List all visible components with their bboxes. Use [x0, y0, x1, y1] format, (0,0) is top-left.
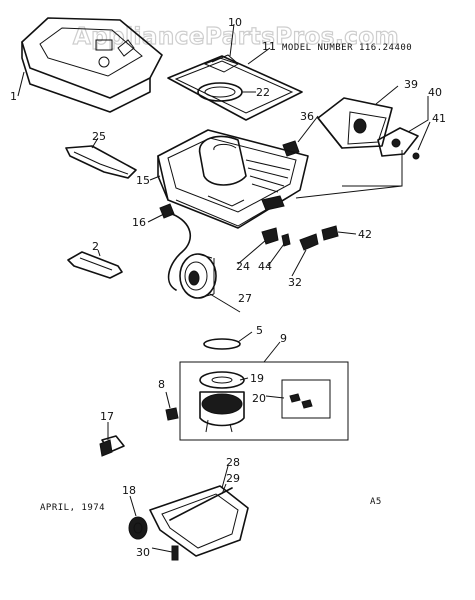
callout-32: 32 — [288, 276, 302, 289]
callout-17: 17 — [100, 410, 114, 423]
callout-30: 30 — [136, 546, 150, 559]
model-number: MODEL NUMBER 116.24400 — [282, 43, 412, 53]
callout-8: 8 — [158, 378, 165, 391]
callout-16: 16 — [132, 216, 146, 229]
callout-42: 42 — [358, 228, 372, 241]
date-label: APRIL, 1974 — [40, 503, 105, 513]
part-2-bracket[interactable] — [67, 251, 123, 279]
part-30-screw[interactable] — [171, 545, 179, 561]
watermark-text: AppliancePartsPros.com — [73, 24, 399, 50]
callout-10: 10 — [228, 16, 242, 29]
callout-1: 1 — [10, 90, 17, 103]
part-5-washer[interactable] — [203, 338, 241, 350]
part-32-clip[interactable] — [299, 233, 319, 251]
part-10-11-filter-frame[interactable] — [167, 54, 303, 121]
callout-19: 19 — [250, 372, 264, 385]
part-16-cord[interactable] — [159, 203, 192, 291]
callout-40: 40 — [428, 86, 442, 99]
callout-18: 18 — [122, 484, 136, 497]
callout-11: 11 — [262, 40, 276, 53]
part-27-cord-reel[interactable] — [179, 253, 217, 299]
callout-labels: 1 2 5 8 9 10 11 15 16 17 18 19 20 22 24 … — [10, 16, 446, 559]
callout-20: 20 — [252, 392, 266, 405]
callout-39: 39 — [404, 78, 418, 91]
callout-22: 22 — [256, 86, 270, 99]
part-22-gasket[interactable] — [197, 82, 243, 102]
callout-28: 28 — [226, 456, 240, 469]
callout-36: 36 — [300, 110, 314, 123]
part-19-motor[interactable] — [199, 371, 245, 433]
part-15-housing[interactable] — [157, 129, 309, 229]
callout-41: 41 — [432, 112, 446, 125]
part-25-strip[interactable] — [65, 145, 137, 179]
part-39-bag-holder[interactable] — [317, 97, 393, 149]
part-40-41-latch[interactable] — [377, 127, 420, 160]
page-code: A5 — [370, 497, 382, 507]
callout-29: 29 — [226, 472, 240, 485]
callout-24: 24 — [236, 260, 250, 273]
callout-2: 2 — [92, 240, 99, 253]
callout-9: 9 — [280, 332, 287, 345]
part-42-connector[interactable] — [321, 225, 339, 241]
part-28-rod[interactable] — [169, 487, 233, 521]
part-44-screw[interactable] — [281, 233, 291, 247]
part-18-wheel[interactable] — [128, 516, 148, 540]
callout-44: 44 — [258, 260, 272, 273]
part-20-brushes[interactable] — [281, 379, 331, 419]
callout-27: 27 — [238, 292, 252, 305]
part-8-bushing[interactable] — [165, 407, 179, 421]
callout-15: 15 — [136, 174, 150, 187]
part-9-motor-assembly-box — [179, 361, 349, 441]
part-29-base-plate[interactable] — [149, 485, 249, 557]
leader-lines — [17, 23, 431, 553]
callout-25: 25 — [92, 130, 106, 143]
part-17-switch[interactable] — [99, 435, 125, 457]
part-1-top-cover[interactable] — [21, 17, 163, 113]
callout-5: 5 — [256, 324, 263, 337]
